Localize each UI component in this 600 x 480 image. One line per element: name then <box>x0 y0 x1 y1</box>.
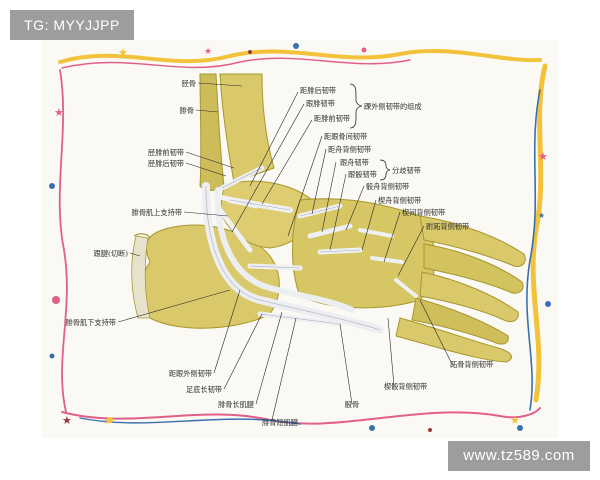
label-long-plantar: 足底长韧带 <box>186 385 222 394</box>
label-ant-talofibular: 距腓前韧带 <box>314 114 350 123</box>
label-dorsal-cuneonavicular: 楔舟背侧韧带 <box>378 196 421 205</box>
metatarsal-3 <box>419 271 519 323</box>
svg-text:★: ★ <box>538 150 548 163</box>
label-peroneus-brevis: 腓骨短肌腱 <box>262 418 298 427</box>
watermark-top-left: TG: MYYJJPP <box>10 10 134 40</box>
label-post-tibiofibular: 胫腓后韧带 <box>148 159 184 168</box>
watermark-bottom-right: www.tz589.com <box>448 441 590 471</box>
bifurcate-bracket <box>379 159 391 181</box>
label-dorsal-cuboideonavicular: 骰舟背侧韧带 <box>366 182 409 191</box>
decorative-frame <box>58 48 548 425</box>
label-cuboid: 骰骨 <box>345 400 359 409</box>
svg-text:★: ★ <box>62 414 72 427</box>
label-tibia: 腓骨 <box>180 106 194 115</box>
frame-right-wave <box>530 63 548 403</box>
label-dorsal-intercuneiform: 楔间背侧韧带 <box>402 208 445 217</box>
frame-top-wave <box>58 48 542 64</box>
svg-text:★: ★ <box>538 211 545 220</box>
bracket-marks <box>349 83 391 181</box>
label-layer: 胫骨 腓骨 距腓后韧带 跟腓韧带 距腓前韧带 踝外侧韧带的组成 胫腓前韧带 胫腓… <box>66 79 493 427</box>
label-dorsal-metatarsal: 跖骨背侧韧带 <box>450 360 493 369</box>
label-lateral-talocalcaneal: 距跟外侧韧带 <box>169 369 212 378</box>
metatarsal-4 <box>411 297 509 345</box>
label-sup-peroneal-retinaculum: 腓骨肌上支持带 <box>132 208 182 217</box>
label-peroneus-longus: 腓骨长肌腱 <box>218 400 254 409</box>
decorative-stars: ★ ★ ★ ★ ★ ★ ★ ★ <box>54 46 548 427</box>
frame-top-wave-inner <box>61 57 411 69</box>
metatarsal-1 <box>419 215 526 267</box>
frame-right-wave-inner <box>526 89 541 411</box>
label-dorsal-tarsometatarsal: 跗跖背侧韧带 <box>426 222 469 231</box>
frame-left-wave <box>58 69 68 413</box>
tibia-bone <box>219 73 275 183</box>
leader-lines <box>117 82 453 421</box>
foot-illustration <box>131 73 526 363</box>
svg-text:★: ★ <box>118 46 128 59</box>
metatarsal-2 <box>423 243 524 294</box>
label-inf-peroneal-retinaculum: 腓骨肌下支持带 <box>66 318 116 327</box>
label-bifurcate: 分歧韧带 <box>392 166 421 175</box>
label-calcaneofibular: 跟腓韧带 <box>306 99 335 108</box>
frame-bottom-wave-inner <box>79 417 301 425</box>
calcaneal-tendon <box>131 235 151 319</box>
label-dorsal-talonavicular: 距舟背侧韧带 <box>328 145 371 154</box>
ligament-outlines <box>221 167 361 325</box>
label-calcaneocuboid: 跟骰韧带 <box>348 170 377 179</box>
label-dorsal-cuneocuboid: 楔骰背侧韧带 <box>384 382 427 391</box>
label-post-talofibular: 距腓后韧带 <box>300 86 336 95</box>
lateral-group-bracket <box>349 83 363 129</box>
fibula-bone <box>199 73 225 191</box>
frame-bottom-wave <box>61 407 541 425</box>
label-ant-tibiofibular: 胫腓前韧带 <box>148 148 184 157</box>
svg-text:★: ★ <box>204 47 212 57</box>
decorative-dots <box>49 43 551 432</box>
label-interosseous-talocalcaneal: 距跟骨间韧带 <box>324 132 367 141</box>
metatarsal-5 <box>395 317 513 363</box>
svg-text:★: ★ <box>104 417 112 427</box>
label-calcaneal-tendon: 跟腱(切断) <box>94 249 129 258</box>
svg-text:★: ★ <box>510 414 520 427</box>
label-fibula: 胫骨 <box>182 79 196 88</box>
label-lateral-group: 踝外侧韧带的组成 <box>364 102 422 111</box>
svg-text:★: ★ <box>54 106 64 119</box>
label-calcaneonavicular: 跟舟韧带 <box>340 158 369 167</box>
